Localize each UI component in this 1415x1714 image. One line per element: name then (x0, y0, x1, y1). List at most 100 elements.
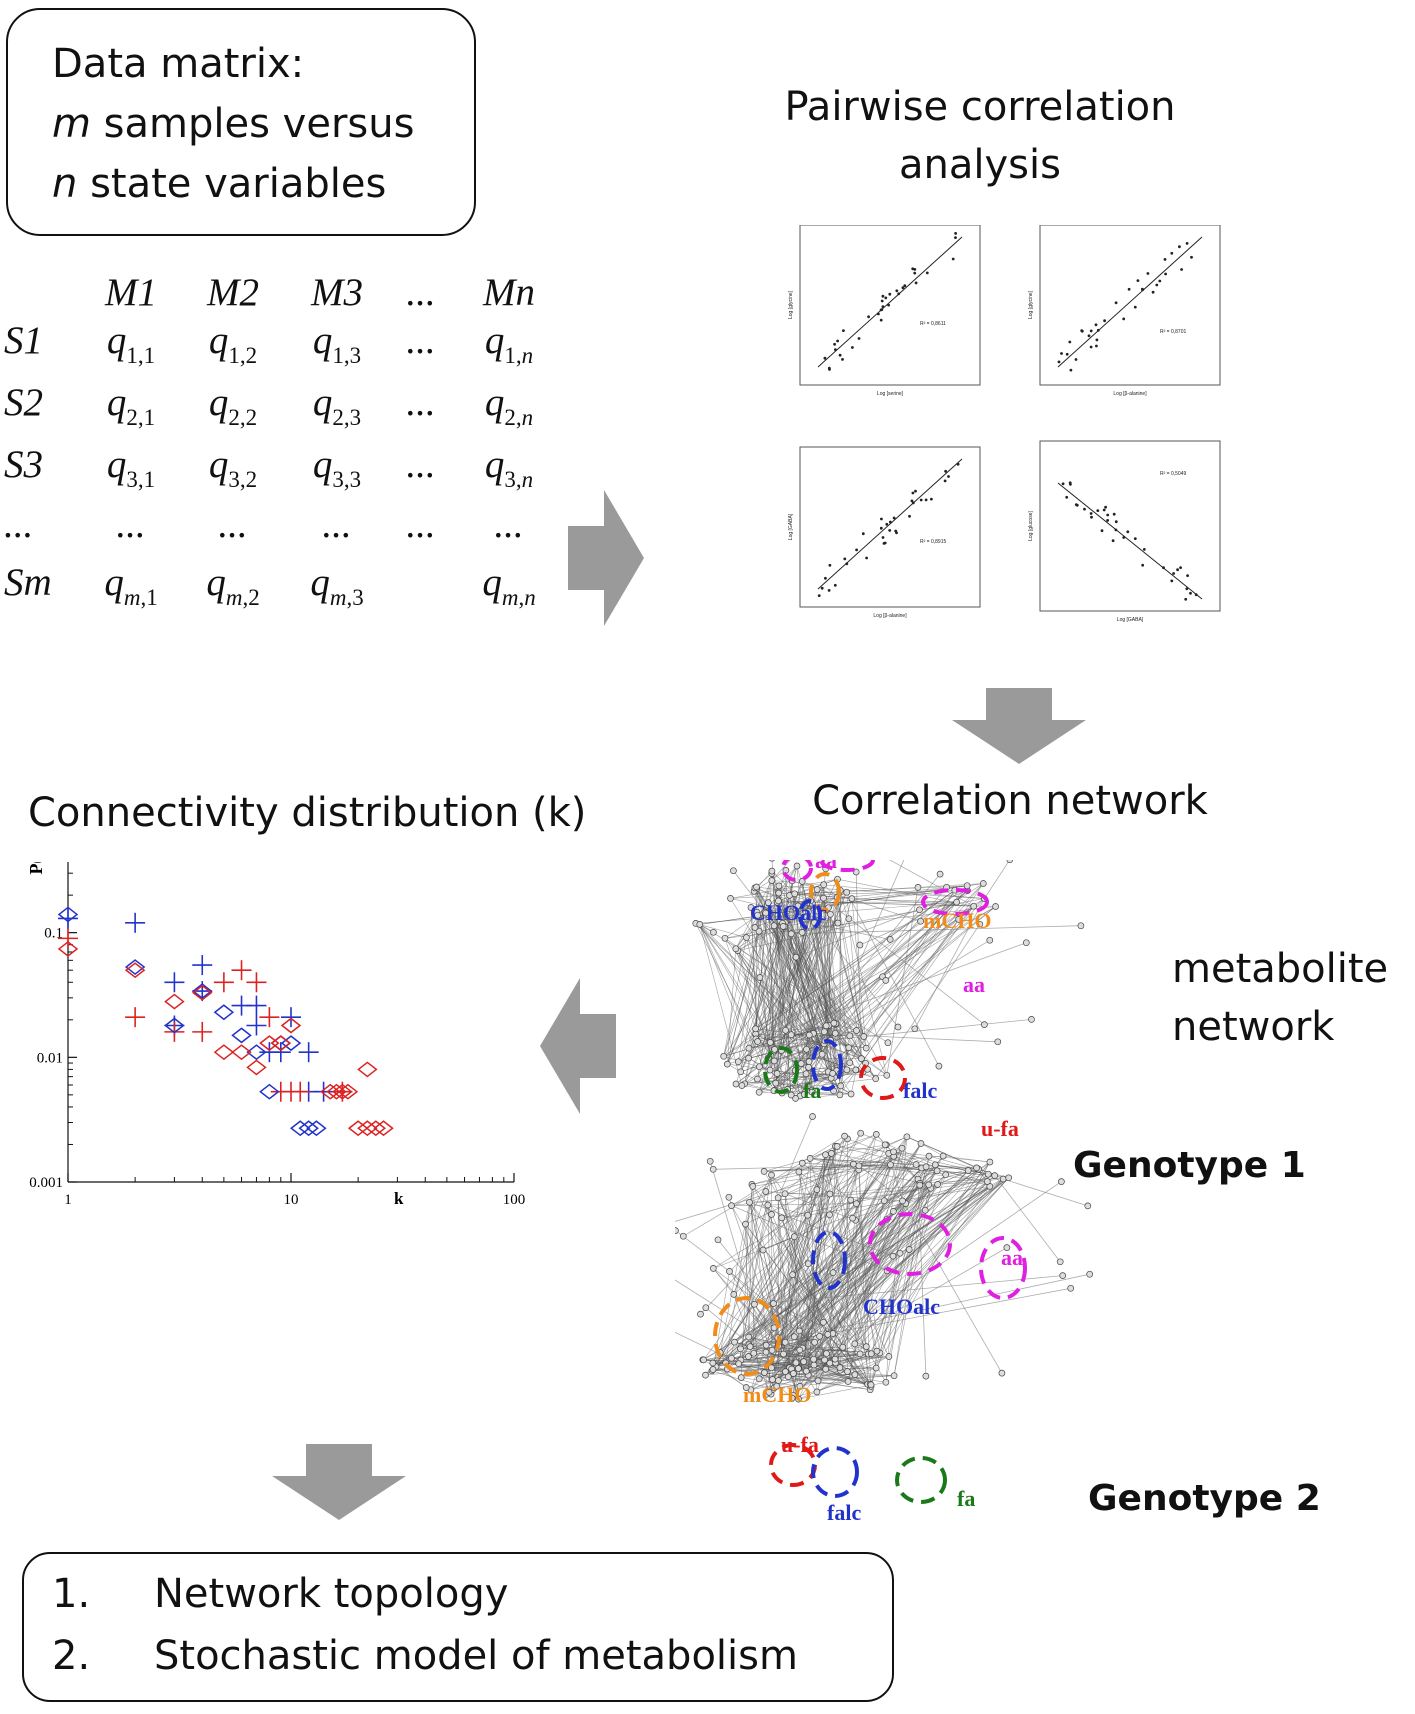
r-squared-label: R² = 0,8701 (1160, 329, 1186, 335)
scatter-y-label: Log [GABA] (788, 513, 794, 540)
matrix-cell: q1,1 (106, 319, 156, 368)
diamond-marker (192, 983, 213, 1000)
network-node (732, 1080, 740, 1088)
network-node (856, 1350, 864, 1358)
network-node (775, 882, 783, 890)
network-node (755, 1088, 763, 1096)
scatter-point (1122, 536, 1126, 539)
network-node (822, 1151, 829, 1159)
network-node (787, 930, 795, 938)
network-node (914, 884, 922, 891)
network-edges (675, 1116, 1090, 1400)
scatter-point (820, 586, 824, 590)
scatter-x-label: Log [β-alanine] (1113, 391, 1147, 397)
network-node (780, 1350, 787, 1358)
network-node (922, 1163, 930, 1171)
network-node (754, 1075, 761, 1083)
matrix-row-label: S1 (4, 319, 43, 362)
matrix-row-label: ... (4, 503, 34, 546)
scatter-point (879, 318, 883, 322)
scatter-point (901, 286, 905, 290)
x-tick-label: 1 (64, 1192, 72, 1208)
network-node (755, 1375, 763, 1383)
network-node (802, 1070, 810, 1078)
column-header: M2 (207, 271, 259, 314)
scatter-point (888, 292, 892, 296)
network-node (803, 1045, 810, 1053)
network-node (925, 1152, 933, 1160)
network-node (846, 1059, 854, 1067)
network-node (983, 1178, 991, 1185)
output-item-2-text: Stochastic model of metabolism (154, 1633, 798, 1679)
fa-cluster-ring (763, 1046, 799, 1094)
network-node (935, 1062, 943, 1070)
network-node (782, 1368, 789, 1375)
diamond-marker (231, 1027, 252, 1044)
matrix-cell: qm,3 (310, 561, 364, 610)
network-node (728, 1354, 735, 1362)
scatter-point (1194, 593, 1198, 597)
scatter-point (895, 531, 898, 535)
plus-marker (246, 1015, 267, 1036)
network-node (787, 1091, 795, 1099)
scatter-point (883, 541, 887, 545)
scatter-point (911, 491, 915, 495)
scatter-point (1106, 519, 1109, 522)
network-node (781, 1338, 789, 1346)
network-node (857, 1129, 865, 1137)
network-node (837, 1082, 845, 1090)
network-node (800, 1358, 808, 1365)
diamond-marker (290, 1120, 311, 1137)
network-node (709, 1165, 717, 1173)
scatter-point (1185, 587, 1189, 591)
network-node (768, 1211, 775, 1218)
scatter-point (1127, 287, 1131, 291)
scatter-point (914, 281, 918, 285)
network-node (761, 1369, 768, 1376)
plus-marker (259, 1007, 280, 1028)
diamond-marker (270, 1035, 292, 1052)
scatter-point (843, 557, 847, 561)
network-node (798, 929, 806, 936)
choalc-cluster-ring (811, 1230, 847, 1290)
network-node (994, 1038, 1002, 1046)
y-tick-label: 0.1 (44, 926, 63, 942)
network-node (738, 1082, 746, 1089)
network-node (810, 1355, 817, 1363)
scatter-point (1080, 329, 1084, 332)
plus-marker (290, 1081, 311, 1102)
network-node (922, 1372, 930, 1380)
mcho-cluster-ring (713, 1296, 781, 1376)
scatter-x-label: Log [GABA] (1117, 617, 1144, 623)
cluster-label: fa (803, 1078, 821, 1103)
network-node (805, 1063, 812, 1071)
scatter-point (1100, 529, 1104, 533)
network-node (787, 1031, 795, 1039)
network-node (890, 1372, 898, 1380)
scatter-point (1089, 512, 1093, 515)
matrix-cell: q3,1 (106, 443, 156, 492)
cluster-label: aa (815, 860, 837, 873)
x-axis-label: k (394, 1189, 404, 1208)
diamond-marker (57, 906, 79, 923)
network-node (1006, 860, 1014, 864)
matrix-cell: qm,1 (104, 561, 158, 610)
network-node (782, 1026, 789, 1034)
scatter-y-label: Log [glucose] (1028, 511, 1034, 541)
scatter-point (943, 479, 947, 483)
matrix-row-label: Sm (4, 561, 52, 604)
falc-cluster-ring (811, 1446, 859, 1498)
cluster-label: falc (903, 1078, 937, 1103)
network-node (768, 877, 776, 884)
plus-marker (281, 1007, 301, 1028)
network-node (872, 1075, 880, 1083)
network-node (752, 1025, 759, 1033)
scatter-point (865, 556, 868, 560)
data-matrix-line2: m samples versus (52, 101, 415, 147)
network-node (784, 1373, 792, 1381)
scatter-point (836, 339, 839, 343)
network-node (762, 1341, 770, 1349)
scatter-point (1170, 579, 1174, 583)
scatter-point (1189, 591, 1192, 595)
